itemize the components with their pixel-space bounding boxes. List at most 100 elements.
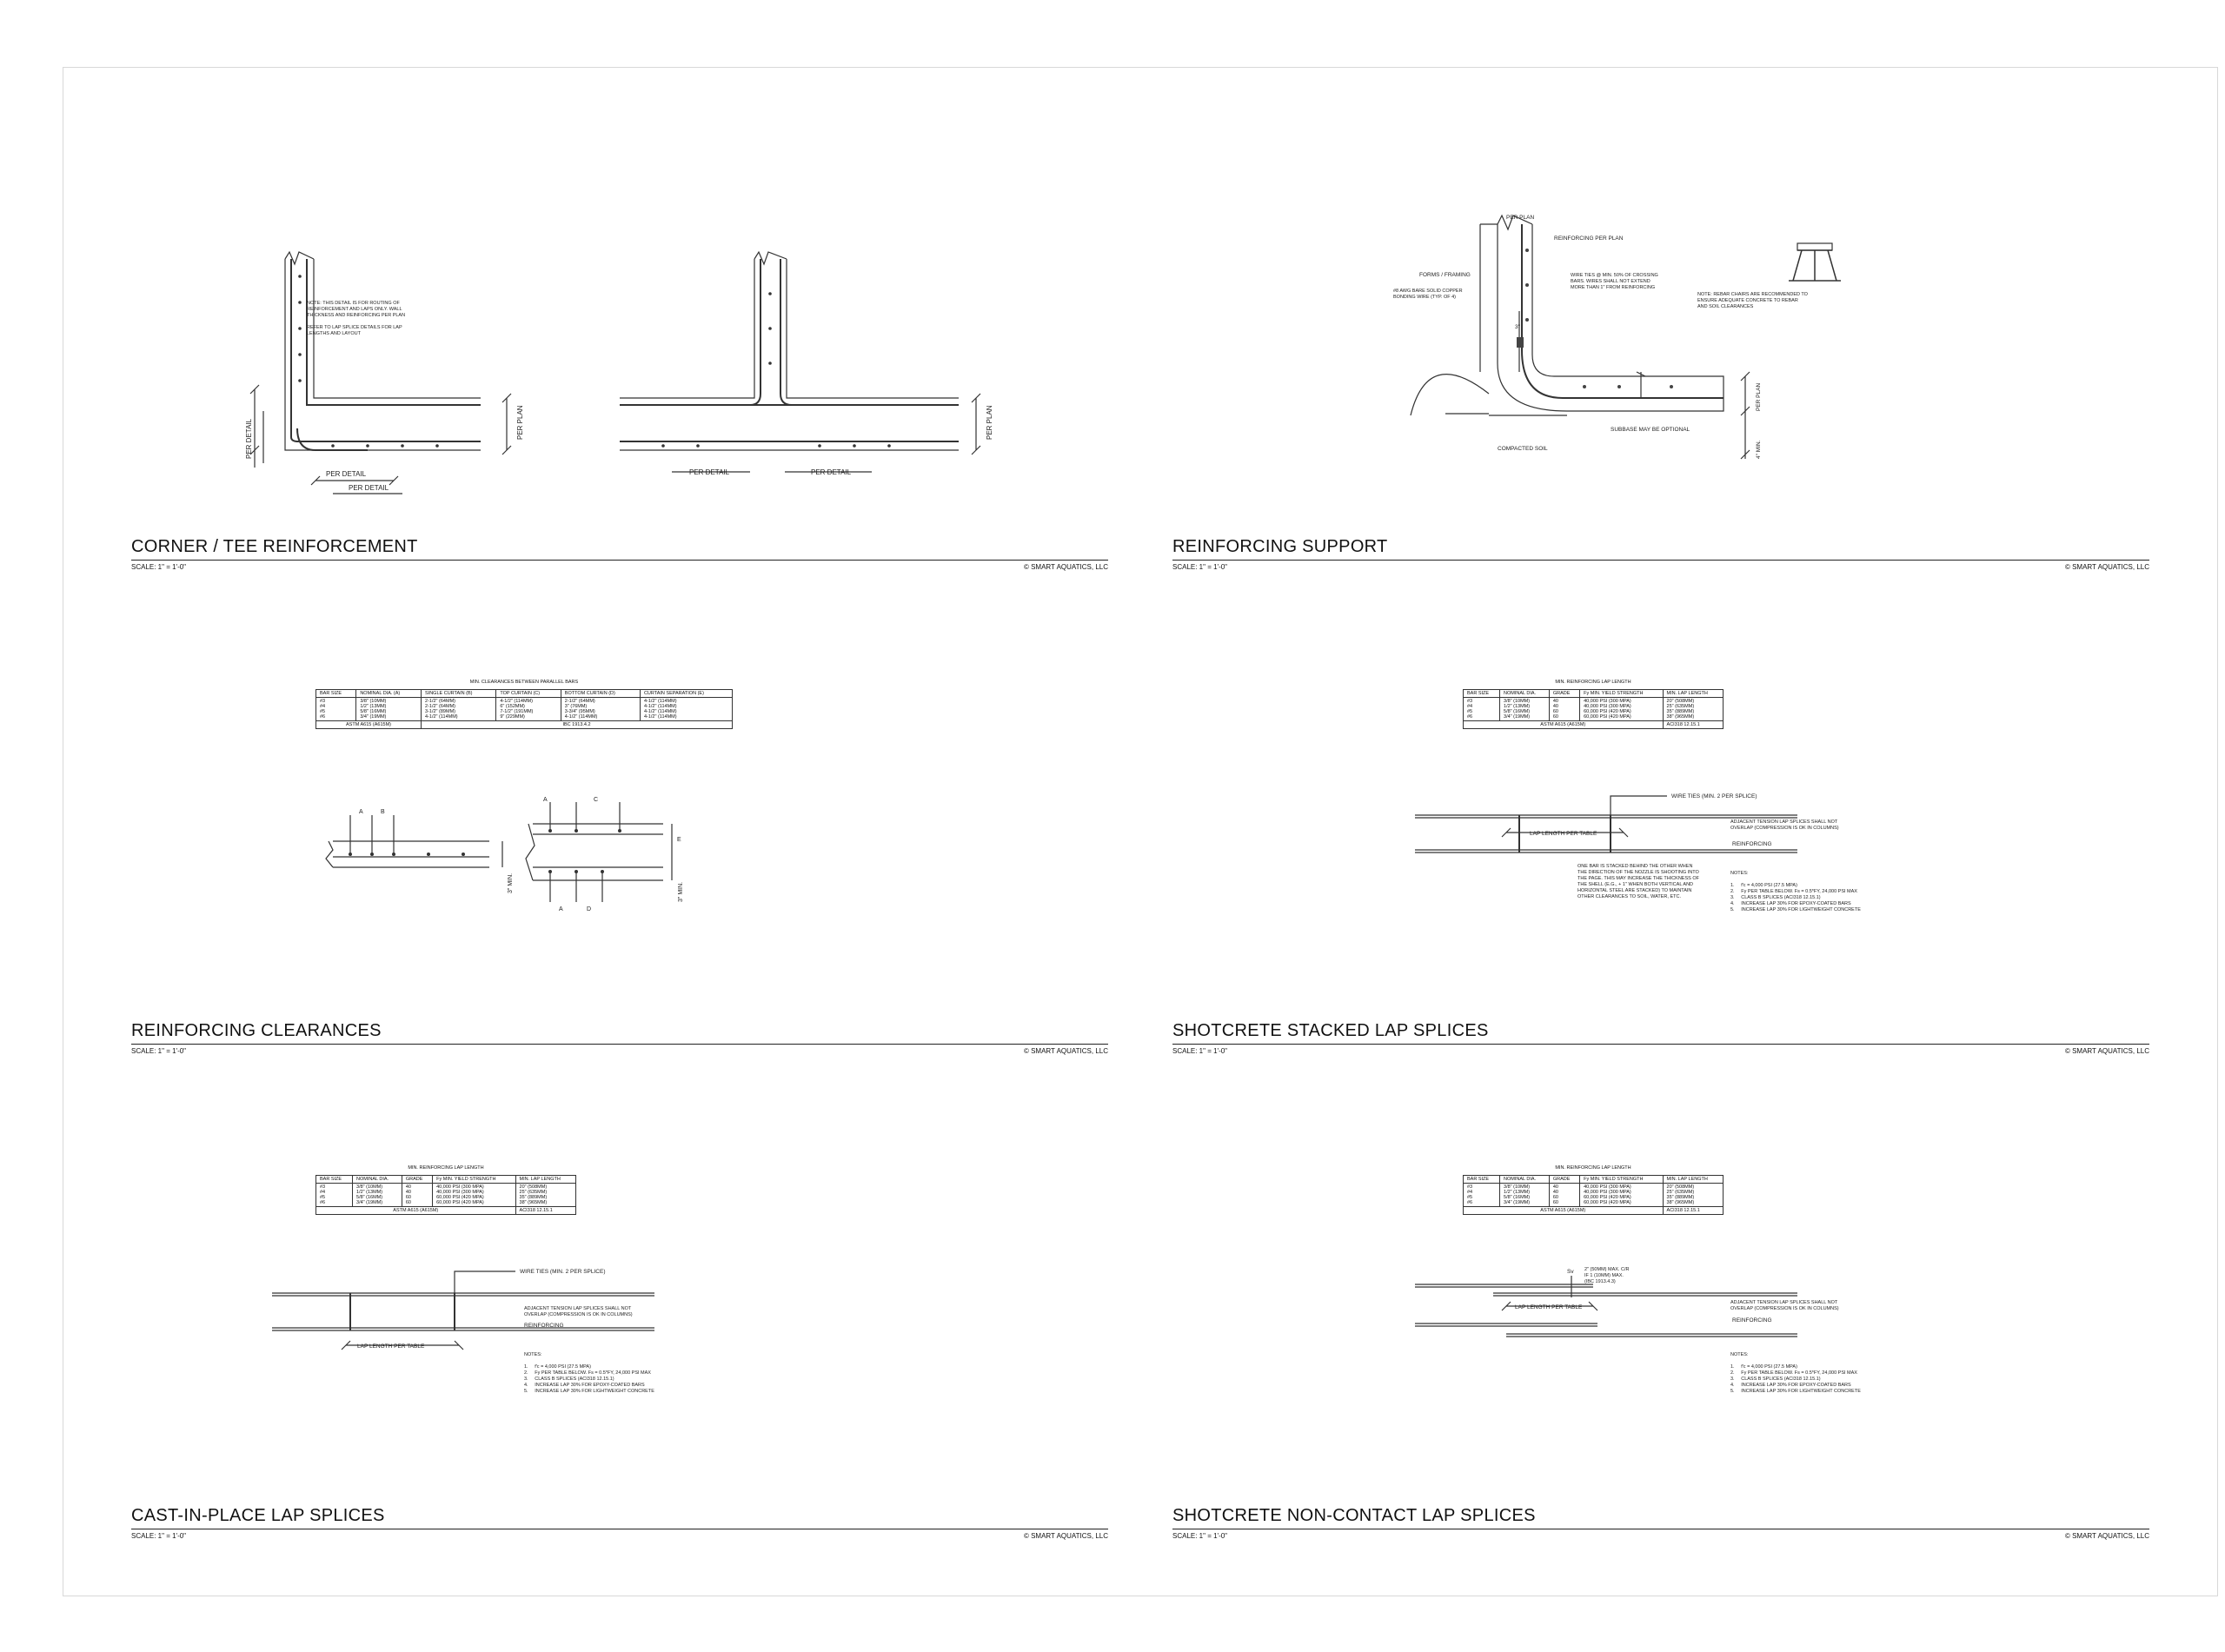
label-c: C	[594, 797, 598, 803]
label-a3: A	[559, 906, 563, 912]
table-footer: ASTM A615 (A615M)	[1463, 1206, 1664, 1215]
label-d: D	[587, 906, 591, 912]
corner-per-detail-vert: PER DETAIL	[245, 418, 253, 459]
panel-scale: SCALE: 1" = 1'-0"	[1172, 1047, 1228, 1055]
title-rule	[1172, 1044, 2149, 1045]
table-header: GRADE	[1548, 689, 1581, 698]
table-header: MIN. LAP LENGTH	[1662, 1175, 1724, 1184]
table-row: #3 #4 #5 #6 3/8" (10MM) 1/2" (13MM) 5/8"…	[315, 1183, 577, 1207]
cip-lap-length: LAP LENGTH PER TABLE	[357, 1343, 425, 1350]
table-cell: 40,000 PSI (300 MPA) 40,000 PSI (300 MPA…	[1579, 697, 1664, 721]
support-min4: 4" MIN.	[1756, 440, 1762, 459]
panel-title: SHOTCRETE STACKED LAP SPLICES	[1172, 1021, 1489, 1040]
corner-per-detail-2: PER DETAIL	[349, 484, 389, 492]
table-cell: 2-1/2" (64MM) 2-1/2" (64MM) 3-1/2" (89MM…	[421, 697, 497, 721]
table-cell: 3/8" (10MM) 1/2" (13MM) 5/8" (16MM) 3/4"…	[1499, 1183, 1550, 1207]
support-wire-ties: WIRE TIES @ MIN. 50% OF CROSSING BARS. W…	[1571, 273, 1658, 290]
table-cell: 40,000 PSI (300 MPA) 40,000 PSI (300 MPA…	[432, 1183, 516, 1207]
noncontact-lap-length: LAP LENGTH PER TABLE	[1515, 1304, 1583, 1310]
label-min3-b: 3" MIN.	[678, 882, 684, 902]
table-header: NOMINAL DIA.	[1499, 1175, 1550, 1184]
stacked-direction-note: ONE BAR IS STACKED BEHIND THE OTHER WHEN…	[1577, 864, 1699, 899]
table-cell: 40 40 60 60	[401, 1183, 434, 1207]
table-cell: #3 #4 #5 #6	[1462, 697, 1501, 721]
panel-copyright: © SMART AQUATICS, LLC	[2064, 1532, 2149, 1540]
table-header: GRADE	[1548, 1175, 1581, 1184]
table-footer: ASTM A615 (A615M)	[315, 1206, 516, 1215]
panel-copyright: © SMART AQUATICS, LLC	[2064, 1047, 2149, 1055]
table-cell: #3 #4 #5 #6	[315, 1183, 354, 1207]
reinforcing-support-drawing: PER PLAN REINFORCING PER PLAN FORMS / FR…	[1410, 214, 1841, 460]
table-header: TOP CURTAIN (C)	[495, 689, 561, 698]
panel-copyright: © SMART AQUATICS, LLC	[2064, 563, 2149, 571]
support-forms: FORMS / FRAMING	[1419, 272, 1471, 278]
table-footer: ACI318 12.15.1	[515, 1206, 577, 1215]
table-cell: 20" (508MM) 25" (635MM) 35" (889MM) 38" …	[1662, 1183, 1724, 1207]
table-cell: 3/8" (10MM) 1/2" (13MM) 5/8" (16MM) 3/4"…	[352, 1183, 402, 1207]
lap-table-cip: BAR SIZE NOMINAL DIA. GRADE Fy MIN. YIEL…	[315, 1175, 577, 1215]
support-reinf-per-plan: REINFORCING PER PLAN	[1554, 236, 1624, 242]
cip-notes: NOTES: 1. f'c = 4,000 PSI (27.5 MPA) 2. …	[524, 1352, 654, 1394]
clear-table-caption: MIN. CLEARANCES BETWEEN PARALLEL BARS	[469, 680, 579, 685]
table-header: MIN. LAP LENGTH	[1662, 689, 1724, 698]
table-header: SINGLE CURTAIN (B)	[421, 689, 497, 698]
label-b: B	[381, 809, 385, 815]
panel-title: CORNER / TEE REINFORCEMENT	[131, 537, 418, 556]
title-rule	[131, 1044, 1108, 1045]
title-rule	[131, 560, 1108, 561]
table-cell: 20" (508MM) 25" (635MM) 35" (889MM) 38" …	[515, 1183, 577, 1207]
noncontact-sv: Sv	[1567, 1269, 1574, 1275]
panel-copyright: © SMART AQUATICS, LLC	[1023, 563, 1108, 571]
table-header: Fy MIN. YIELD STRENGTH	[432, 1175, 516, 1184]
stacked-lap-length: LAP LENGTH PER TABLE	[1530, 831, 1597, 837]
table-cell: 4-1/2" (114MM) 4-1/2" (114MM) 4-1/2" (11…	[639, 697, 734, 721]
table-cell: 20" (508MM) 25" (635MM) 35" (889MM) 38" …	[1662, 697, 1724, 721]
panel-scale: SCALE: 1" = 1'-0"	[131, 1047, 187, 1055]
stacked-lap-drawing: WIRE TIES (MIN. 2 PER SPLICE) LAP LENGTH…	[1415, 793, 1797, 853]
title-rule	[1172, 560, 2149, 561]
table-footer-row: ASTM A615 (A615M) ACI318 12.15.1	[1463, 720, 1724, 729]
table-header-row: BAR SIZE NOMINAL DIA. GRADE Fy MIN. YIEL…	[1462, 1175, 1724, 1184]
panel-copyright: © SMART AQUATICS, LLC	[1023, 1047, 1108, 1055]
cip-wire-ties: WIRE TIES (MIN. 2 PER SPLICE)	[520, 1269, 605, 1275]
table-header: BOTTOM CURTAIN (D)	[560, 689, 641, 698]
table-cell: 3/8" (10MM) 1/2" (13MM) 5/8" (16MM) 3/4"…	[1499, 697, 1550, 721]
drawing-sheet: PER DETAIL PER DETAIL PER DETAIL PER DET…	[63, 67, 2218, 1596]
table-row: #3 #4 #5 #6 3/8" (10MM) 1/2" (13MM) 5/8"…	[1462, 1183, 1724, 1207]
lap-table-noncontact: BAR SIZE NOMINAL DIA. GRADE Fy MIN. YIEL…	[1462, 1175, 1724, 1215]
table-cell: 40 40 60 60	[1548, 697, 1581, 721]
table-header: CURTAIN SEPARATION (E)	[639, 689, 734, 698]
support-per-plan-side: PER PLAN	[1756, 383, 1762, 411]
table-header-row: BAR SIZE NOMINAL DIA. GRADE Fy MIN. YIEL…	[1462, 689, 1724, 698]
noncontact-notes: NOTES: 1. f'c = 4,000 PSI (27.5 MPA) 2. …	[1730, 1352, 1861, 1394]
support-soil: COMPACTED SOIL	[1498, 446, 1548, 452]
table-footer: ASTM A615 (A615M)	[315, 720, 422, 729]
clearances-sections: A B A C A D E 3" MIN. 3" MIN.	[325, 797, 684, 912]
lap-table-caption: MIN. REINFORCING LAP LENGTH	[1555, 1165, 1631, 1171]
table-cell: 3/8" (10MM) 1/2" (13MM) 5/8" (16MM) 3/4"…	[355, 697, 422, 721]
stacked-reinforcing: REINFORCING	[1732, 841, 1772, 847]
table-cell: 40 40 60 60	[1548, 1183, 1581, 1207]
panel-scale: SCALE: 1" = 1'-0"	[131, 563, 187, 571]
lap-table-caption: MIN. REINFORCING LAP LENGTH	[408, 1165, 484, 1171]
support-bonding: #8 AWG BARE SOLID COPPER BONDING WIRE (T…	[1393, 289, 1463, 300]
corner-note: NOTE: THIS DETAIL IS FOR ROUTING OF REIN…	[307, 301, 406, 336]
stacked-notes: NOTES: 1. f'c = 4,000 PSI (27.5 MPA) 2. …	[1730, 871, 1861, 912]
table-header: BAR SIZE	[1462, 1175, 1501, 1184]
panel-scale: SCALE: 1" = 1'-0"	[1172, 1532, 1228, 1540]
table-header: BAR SIZE	[315, 1175, 354, 1184]
table-cell: 4-1/2" (114MM) 6" (152MM) 7-1/2" (191MM)…	[495, 697, 561, 721]
table-footer: ACI318 12.15.1	[1662, 720, 1724, 729]
table-header: BAR SIZE	[315, 689, 357, 698]
label-min3-a: 3" MIN.	[508, 873, 514, 893]
stacked-adjacent-note: ADJACENT TENSION LAP SPLICES SHALL NOT O…	[1730, 819, 1839, 831]
lap-table-stacked: BAR SIZE NOMINAL DIA. GRADE Fy MIN. YIEL…	[1462, 689, 1724, 729]
panel-scale: SCALE: 1" = 1'-0"	[131, 1532, 187, 1540]
label-a2: A	[543, 797, 548, 803]
support-dim3: 3"	[1515, 324, 1521, 330]
tee-per-detail-1: PER DETAIL	[689, 468, 730, 476]
table-header: BAR SIZE	[1462, 689, 1501, 698]
table-header-row: BAR SIZE NOMINAL DIA. GRADE Fy MIN. YIEL…	[315, 1175, 577, 1184]
table-cell: 2-1/2" (64MM) 3" (76MM) 3-3/4" (95MM) 4-…	[560, 697, 641, 721]
cip-reinforcing: REINFORCING	[524, 1323, 564, 1329]
